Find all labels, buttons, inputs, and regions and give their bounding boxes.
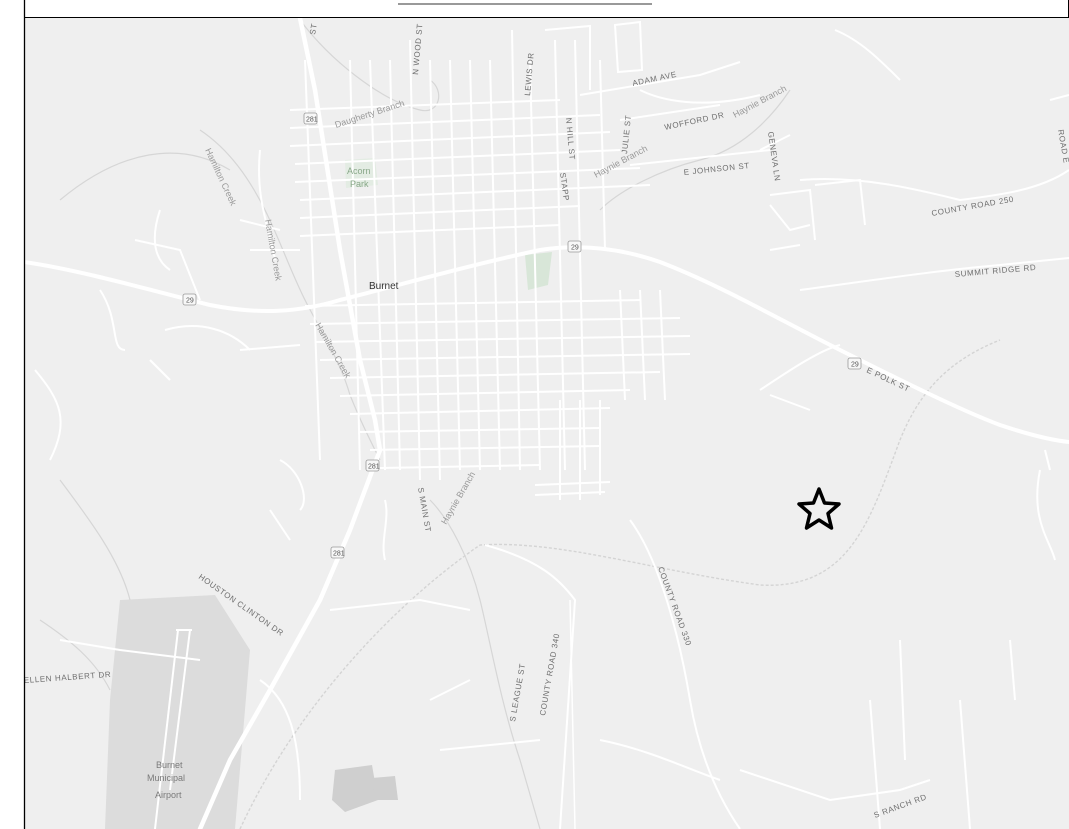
road-label: N HILL ST — [564, 117, 577, 160]
road-label: STAPP — [558, 172, 571, 202]
lot-area — [332, 765, 378, 812]
town-label: Burnet — [369, 281, 399, 292]
svg-text:29: 29 — [186, 298, 194, 305]
airport-label: Municipal — [147, 773, 185, 783]
shield-29-west: 29 — [182, 293, 197, 306]
airport-label: Burnet — [156, 760, 183, 770]
shield-281-north: 281 — [303, 112, 318, 125]
street-grid — [34, 20, 1069, 829]
road-label: ST — [308, 23, 319, 36]
svg-text:281: 281 — [306, 117, 318, 124]
svg-text:29: 29 — [851, 362, 859, 369]
railway — [239, 339, 1001, 829]
airport-label: Airport — [155, 790, 182, 800]
lot-area — [372, 776, 398, 800]
road-label: JULIE ST — [620, 114, 633, 154]
shield-281-center: 281 — [365, 459, 380, 472]
svg-text:29: 29 — [571, 245, 579, 252]
svg-text:281: 281 — [368, 464, 380, 471]
shield-281-south: 281 — [330, 546, 345, 559]
star-outline-icon[interactable] — [797, 487, 841, 530]
highway-29 — [24, 245, 1069, 444]
park-label: Acorn — [347, 166, 371, 176]
shield-29-east: 29 — [847, 357, 862, 370]
road-label: LEWIS DR — [523, 52, 536, 96]
highway-281 — [197, 18, 383, 829]
airport-runway — [154, 629, 192, 829]
park-area — [525, 252, 552, 290]
shield-29-center: 29 — [567, 240, 582, 253]
park-label: Park — [350, 179, 369, 189]
svg-text:281: 281 — [333, 551, 345, 558]
road-label: N WOOD ST — [411, 23, 424, 75]
